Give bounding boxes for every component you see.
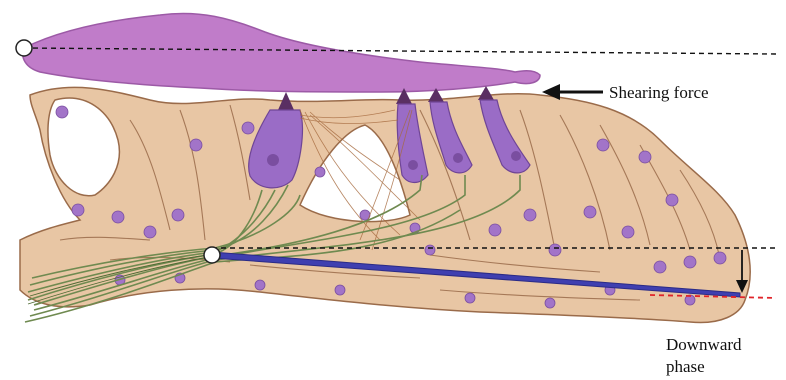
tectorial-pivot xyxy=(16,40,32,56)
basilar-pivot xyxy=(204,247,220,263)
phase-label: phase xyxy=(666,357,705,376)
tectorial-membrane xyxy=(23,14,540,92)
shearing-force-label: Shearing force xyxy=(609,83,709,102)
downward-label: Downward xyxy=(666,335,742,354)
